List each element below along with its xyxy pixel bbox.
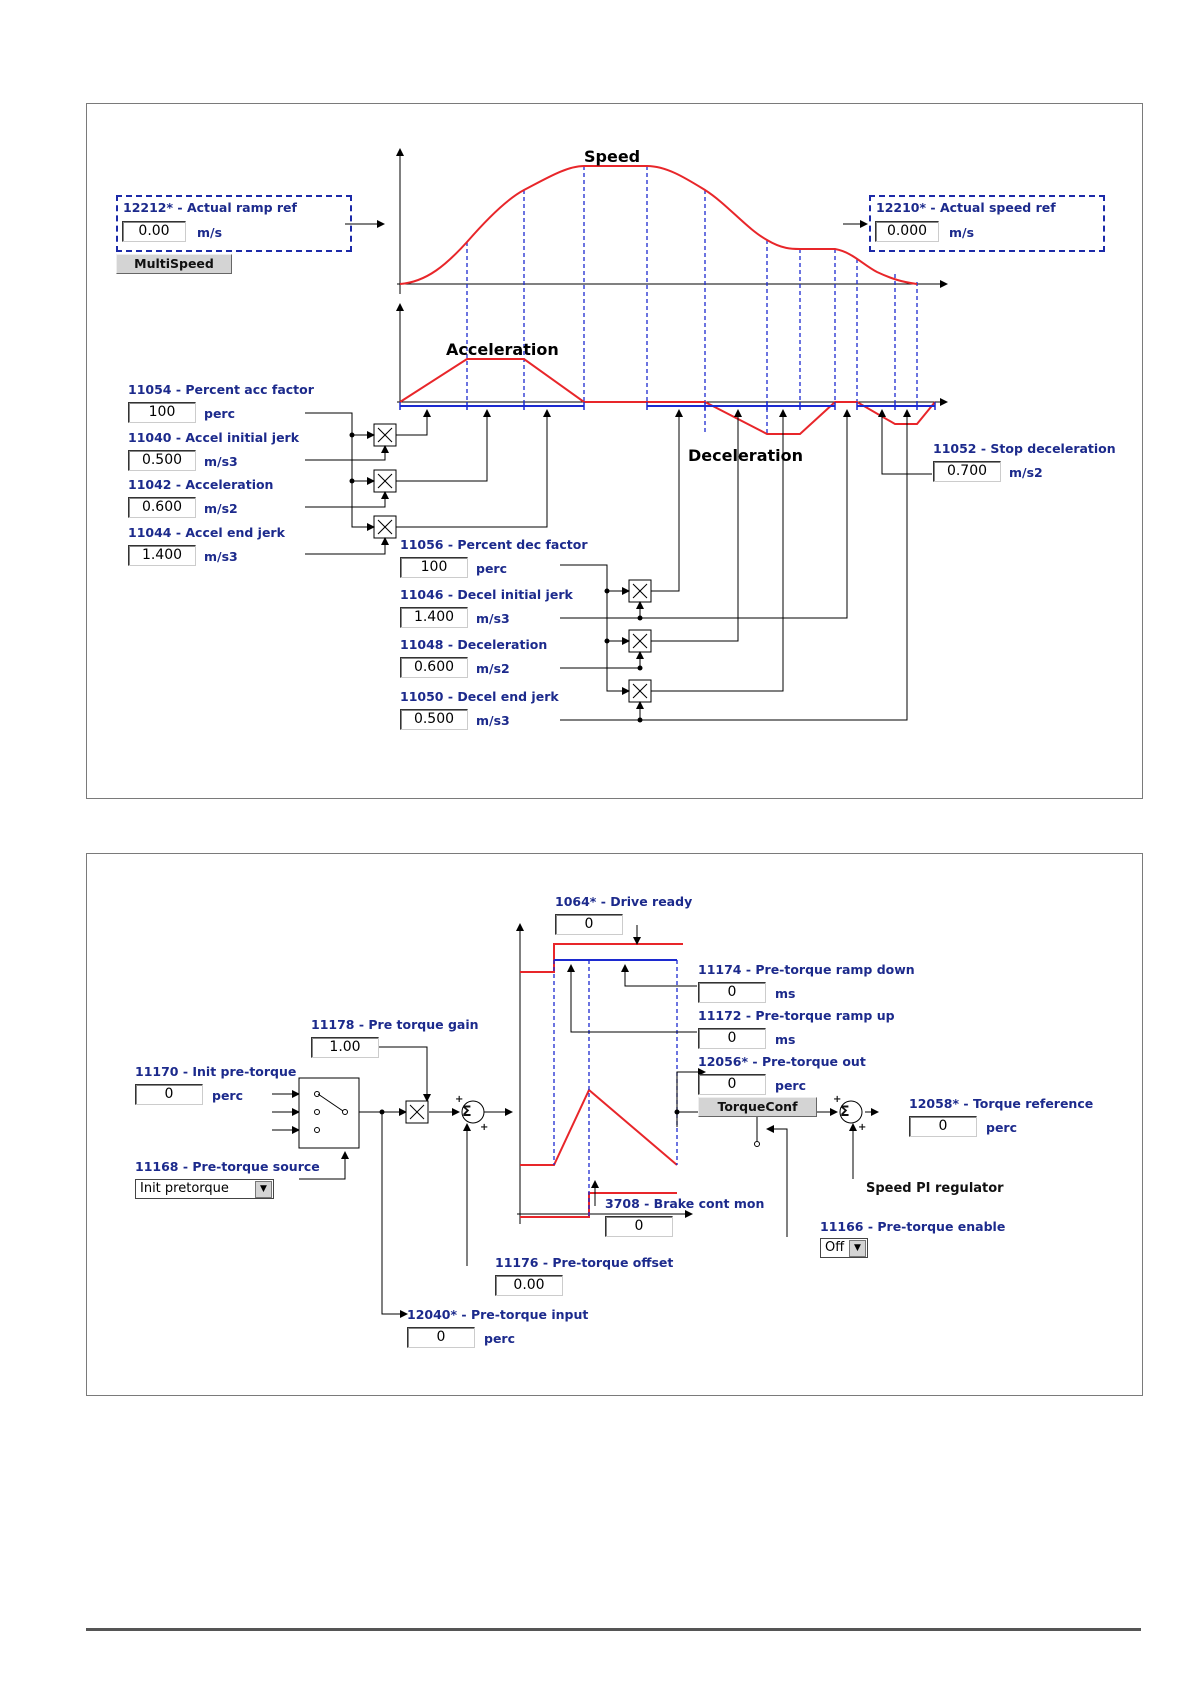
sigma-icon: Σ	[840, 1104, 850, 1120]
pre-torque-gain-label: 11178 - Pre torque gain	[311, 1017, 479, 1032]
deceleration-label: 11048 - Deceleration	[400, 637, 548, 652]
pretorque-enable-select[interactable]: Off▼	[820, 1238, 868, 1258]
drive-ready-label: 1064* - Drive ready	[555, 894, 693, 909]
acceleration-unit: m/s2	[204, 501, 238, 516]
actual-ramp-ref-value: 0.00	[122, 221, 186, 242]
pretorque-offset-field[interactable]: 0.00	[495, 1275, 563, 1296]
percent-dec-factor-unit: perc	[476, 561, 507, 576]
acceleration-field[interactable]: 0.600	[128, 497, 196, 518]
deceleration-unit: m/s2	[476, 661, 510, 676]
pretorque-ramp-up-unit: ms	[775, 1032, 796, 1047]
pretorque-input-unit: perc	[484, 1331, 515, 1346]
accel-end-jerk-label: 11044 - Accel end jerk	[128, 525, 285, 540]
torque-reference-value: 0	[909, 1116, 977, 1137]
phase-guide-lines	[466, 166, 918, 434]
dropdown-arrow-icon[interactable]: ▼	[255, 1181, 272, 1198]
init-pretorque-unit: perc	[212, 1088, 243, 1103]
pretorque-out-unit: perc	[775, 1078, 806, 1093]
plus-sign: +	[858, 1122, 867, 1133]
percent-dec-factor-label: 11056 - Percent dec factor	[400, 537, 588, 552]
decel-initial-jerk-unit: m/s3	[476, 611, 510, 626]
actual-ramp-ref-label: 12212* - Actual ramp ref	[123, 200, 297, 215]
ramp-diagram-graphics	[305, 148, 948, 723]
pretorque-timing-traces	[520, 943, 683, 1218]
accel-initial-jerk-unit: m/s3	[204, 454, 238, 469]
decel-initial-jerk-label: 11046 - Decel initial jerk	[400, 587, 573, 602]
init-pretorque-label: 11170 - Init pre-torque	[135, 1064, 297, 1079]
pretorque-ramp-up-field[interactable]: 0	[698, 1028, 766, 1049]
acceleration-title: Acceleration	[446, 340, 559, 359]
ramp-diagram-panel: Speed Acceleration Deceleration 12212* -…	[86, 103, 1143, 799]
stop-deceleration-unit: m/s2	[1009, 465, 1043, 480]
accel-multipliers	[373, 423, 397, 539]
accel-end-jerk-unit: m/s3	[204, 549, 238, 564]
actual-speed-ref-box	[869, 195, 1105, 252]
timing-guides	[553, 960, 678, 1217]
percent-dec-factor-field[interactable]: 100	[400, 557, 468, 578]
pretorque-ramp-down-unit: ms	[775, 986, 796, 1001]
percent-acc-factor-label: 11054 - Percent acc factor	[128, 382, 314, 397]
decel-end-jerk-field[interactable]: 0.500	[400, 709, 468, 730]
pre-torque-gain-field[interactable]: 1.00	[311, 1037, 379, 1058]
footer-rule	[86, 1628, 1141, 1631]
stop-deceleration-field[interactable]: 0.700	[933, 461, 1001, 482]
pretorque-out-label: 12056* - Pre-torque out	[698, 1054, 866, 1069]
acceleration-curve	[399, 358, 936, 435]
actual-ramp-ref-unit: m/s	[197, 225, 223, 240]
deceleration-field[interactable]: 0.600	[400, 657, 468, 678]
torque-reference-label: 12058* - Torque reference	[909, 1096, 1094, 1111]
actual-speed-ref-label: 12210* - Actual speed ref	[876, 200, 1056, 215]
pretorque-offset-label: 11176 - Pre-torque offset	[495, 1255, 674, 1270]
pretorque-out-value: 0	[698, 1074, 766, 1095]
multispeed-button[interactable]: MultiSpeed	[116, 254, 232, 274]
plus-sign: +	[833, 1094, 842, 1105]
pretorque-ramp-down-field[interactable]: 0	[698, 982, 766, 1003]
deceleration-title: Deceleration	[688, 446, 804, 465]
decel-end-jerk-unit: m/s3	[476, 713, 510, 728]
drive-ready-value: 0	[555, 914, 623, 935]
percent-acc-factor-field[interactable]: 100	[128, 402, 196, 423]
pretorque-input-label: 12040* - Pre-torque input	[407, 1307, 589, 1322]
torqueconf-button[interactable]: TorqueConf	[698, 1097, 817, 1117]
pretorque-source-label: 11168 - Pre-torque source	[135, 1159, 320, 1174]
actual-speed-ref-value: 0.000	[875, 221, 939, 242]
plus-sign: +	[480, 1122, 489, 1133]
acceleration-label: 11042 - Acceleration	[128, 477, 274, 492]
pretorque-input-value: 0	[407, 1327, 475, 1348]
accel-initial-jerk-label: 11040 - Accel initial jerk	[128, 430, 300, 445]
init-pretorque-field[interactable]: 0	[135, 1084, 203, 1105]
brake-cont-mon-value: 0	[605, 1216, 673, 1237]
pretorque-ramp-up-label: 11172 - Pre-torque ramp up	[698, 1008, 895, 1023]
pretorque-source-select[interactable]: Init pretorque▼	[135, 1179, 274, 1199]
actual-speed-ref-unit: m/s	[949, 225, 975, 240]
speed-pi-regulator-label: Speed PI regulator	[866, 1181, 1004, 1196]
speed-title: Speed	[584, 147, 641, 166]
sigma-icon: Σ	[462, 1104, 472, 1120]
speed-curve	[399, 165, 918, 285]
brake-cont-mon-label: 3708 - Brake cont mon	[605, 1196, 765, 1211]
decel-multipliers	[628, 579, 652, 703]
pretorque-enable-label: 11166 - Pre-torque enable	[820, 1219, 1006, 1234]
torque-reference-unit: perc	[986, 1120, 1017, 1135]
plus-sign: +	[455, 1094, 464, 1105]
accel-initial-jerk-field[interactable]: 0.500	[128, 450, 196, 471]
percent-acc-factor-unit: perc	[204, 406, 235, 421]
pretorque-diagram-graphics	[272, 923, 879, 1318]
decel-end-jerk-label: 11050 - Decel end jerk	[400, 689, 559, 704]
pretorque-diagram-panel: Σ Σ + + + + 1064* - Drive ready 0 11174 …	[86, 853, 1143, 1396]
accel-end-jerk-field[interactable]: 1.400	[128, 545, 196, 566]
actual-ramp-ref-box	[116, 195, 352, 252]
dropdown-arrow-icon[interactable]: ▼	[849, 1240, 866, 1257]
stop-deceleration-label: 11052 - Stop deceleration	[933, 441, 1116, 456]
pretorque-ramp-down-label: 11174 - Pre-torque ramp down	[698, 962, 915, 977]
decel-initial-jerk-field[interactable]: 1.400	[400, 607, 468, 628]
